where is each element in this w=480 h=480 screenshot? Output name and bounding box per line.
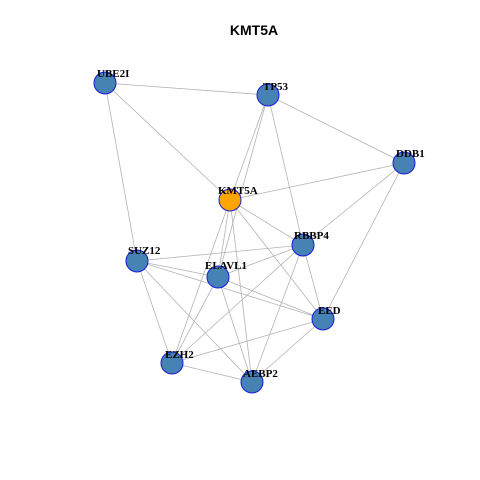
- edge-rbbp4-suz12: [136, 244, 304, 262]
- node-label-suz12: SUZ12: [128, 245, 161, 257]
- node-ezh2[interactable]: EZH2: [160, 349, 194, 375]
- edge-kmt5a-elavl1: [217, 199, 231, 278]
- edge-ube2i-kmt5a: [104, 82, 231, 201]
- edges-layer: [104, 82, 405, 383]
- edge-eed-ezh2: [171, 318, 324, 364]
- node-kmt5a[interactable]: KMT5A: [218, 185, 258, 212]
- edge-ube2i-tp53: [104, 82, 269, 96]
- node-label-aebp2: AEBP2: [243, 368, 278, 380]
- edge-tp53-ddb1: [267, 94, 405, 164]
- node-ube2i[interactable]: UBE2I: [93, 68, 129, 95]
- edge-kmt5a-rbbp4: [229, 199, 304, 246]
- node-circle-kmt5a[interactable]: [218, 188, 242, 212]
- node-elavl1[interactable]: ELAVL1: [205, 260, 247, 289]
- edge-kmt5a-eed: [229, 199, 324, 320]
- edge-kmt5a-aebp2: [229, 199, 253, 383]
- edge-ddb1-eed: [322, 162, 405, 320]
- node-label-elavl1: ELAVL1: [205, 260, 247, 272]
- edge-rbbp4-ezh2: [171, 244, 304, 364]
- node-label-rbbp4: RBBP4: [294, 230, 329, 242]
- edge-ddb1-kmt5a: [229, 162, 405, 201]
- node-circle-tp53[interactable]: [256, 83, 280, 107]
- node-circle-suz12[interactable]: [125, 249, 149, 273]
- edge-rbbp4-elavl1: [217, 244, 304, 278]
- edge-suz12-ezh2: [136, 260, 173, 364]
- node-label-tp53: TP53: [263, 81, 289, 93]
- node-circle-rbbp4[interactable]: [291, 233, 315, 257]
- node-label-kmt5a: KMT5A: [218, 185, 258, 197]
- edge-elavl1-eed: [217, 276, 324, 320]
- edge-rbbp4-aebp2: [251, 244, 304, 383]
- edge-suz12-eed: [136, 260, 324, 320]
- edge-kmt5a-ezh2: [171, 199, 231, 364]
- node-label-ezh2: EZH2: [165, 349, 194, 361]
- node-circle-ddb1[interactable]: [392, 151, 416, 175]
- edge-ezh2-aebp2: [171, 362, 253, 383]
- node-rbbp4[interactable]: RBBP4: [291, 230, 329, 257]
- node-label-eed: EED: [318, 305, 341, 317]
- edge-tp53-elavl1: [217, 94, 269, 278]
- node-circle-ube2i[interactable]: [93, 71, 117, 95]
- node-suz12[interactable]: SUZ12: [125, 245, 161, 273]
- edge-tp53-kmt5a: [229, 94, 269, 201]
- edge-ube2i-suz12: [104, 82, 138, 262]
- node-label-ube2i: UBE2I: [97, 68, 129, 80]
- edge-rbbp4-eed: [302, 244, 324, 320]
- edge-elavl1-ezh2: [171, 276, 219, 364]
- edge-eed-aebp2: [251, 318, 324, 383]
- node-tp53[interactable]: TP53: [256, 81, 289, 107]
- diagram-title: KMT5A: [230, 22, 278, 38]
- edge-suz12-elavl1: [136, 260, 219, 278]
- node-ddb1[interactable]: DDB1: [392, 148, 425, 175]
- node-circle-eed[interactable]: [311, 307, 335, 331]
- node-eed[interactable]: EED: [311, 305, 341, 331]
- node-label-ddb1: DDB1: [396, 148, 425, 160]
- edge-tp53-rbbp4: [267, 94, 304, 246]
- node-circle-aebp2[interactable]: [240, 370, 264, 394]
- node-aebp2[interactable]: AEBP2: [240, 368, 278, 394]
- edge-elavl1-aebp2: [217, 276, 253, 383]
- edge-ddb1-rbbp4: [302, 162, 405, 246]
- node-circle-elavl1[interactable]: [206, 265, 230, 289]
- node-circle-ezh2[interactable]: [160, 351, 184, 375]
